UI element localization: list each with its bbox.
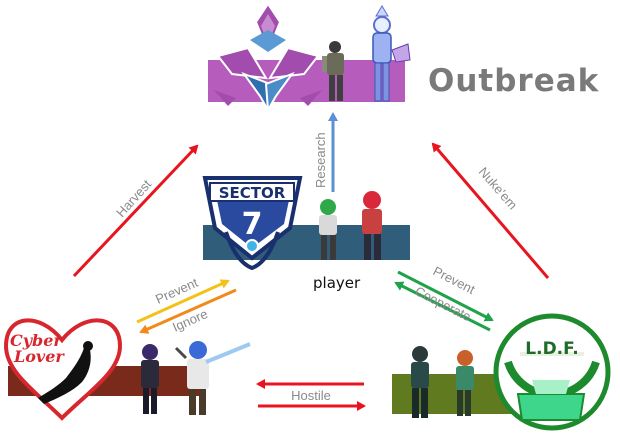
outbreak-character-ice-creature <box>372 5 411 102</box>
hostile-label: Hostile <box>291 388 331 403</box>
edges <box>72 112 550 411</box>
cyberlover-node: Cyber Lover <box>3 318 251 421</box>
sector7-node: SECTOR 7 player <box>202 176 410 292</box>
cyberlover-logo-line2: Lover <box>13 347 65 366</box>
outbreak-title: Outbreak <box>428 63 600 99</box>
prevent-right-arrow <box>397 270 494 322</box>
outbreak-node: Outbreak <box>208 2 600 114</box>
harvest-arrow <box>72 144 199 278</box>
cyberlover-character-blue-hair <box>174 341 251 415</box>
outbreak-logo-icon <box>214 2 322 114</box>
research-label: Research <box>313 132 328 188</box>
outbreak-character-zombie <box>322 41 344 101</box>
ignore-arrow <box>139 288 237 334</box>
sector7-logo-word: SECTOR <box>219 184 286 202</box>
sector7-character-green-hair <box>319 199 337 260</box>
prevent-left-arrow <box>136 279 230 324</box>
ldf-character-orange-hair <box>456 350 474 416</box>
sector7-caption: player <box>313 274 361 292</box>
ldf-banner <box>392 374 512 414</box>
sector7-logo-icon: SECTOR 7 <box>202 176 303 271</box>
prevent-left-label: Prevent <box>153 275 200 307</box>
sector7-character-red-hair <box>362 191 382 260</box>
ldf-node: L.D.F. <box>392 313 611 431</box>
cyberlover-logo-line1: Cyber <box>10 331 63 350</box>
sector7-logo-number: 7 <box>242 207 263 242</box>
ldf-character-dark-suit <box>411 346 429 418</box>
ldf-logo-text: L.D.F. <box>525 339 578 359</box>
cyberlover-character-dark-hair <box>141 344 159 414</box>
nukeem-label: Nuke'em <box>476 164 521 212</box>
nukeem-arrow <box>431 142 550 279</box>
cyberlover-heart-logo-icon <box>3 318 123 421</box>
ldf-logo-icon <box>493 313 611 431</box>
cooperate-arrow <box>394 281 491 332</box>
